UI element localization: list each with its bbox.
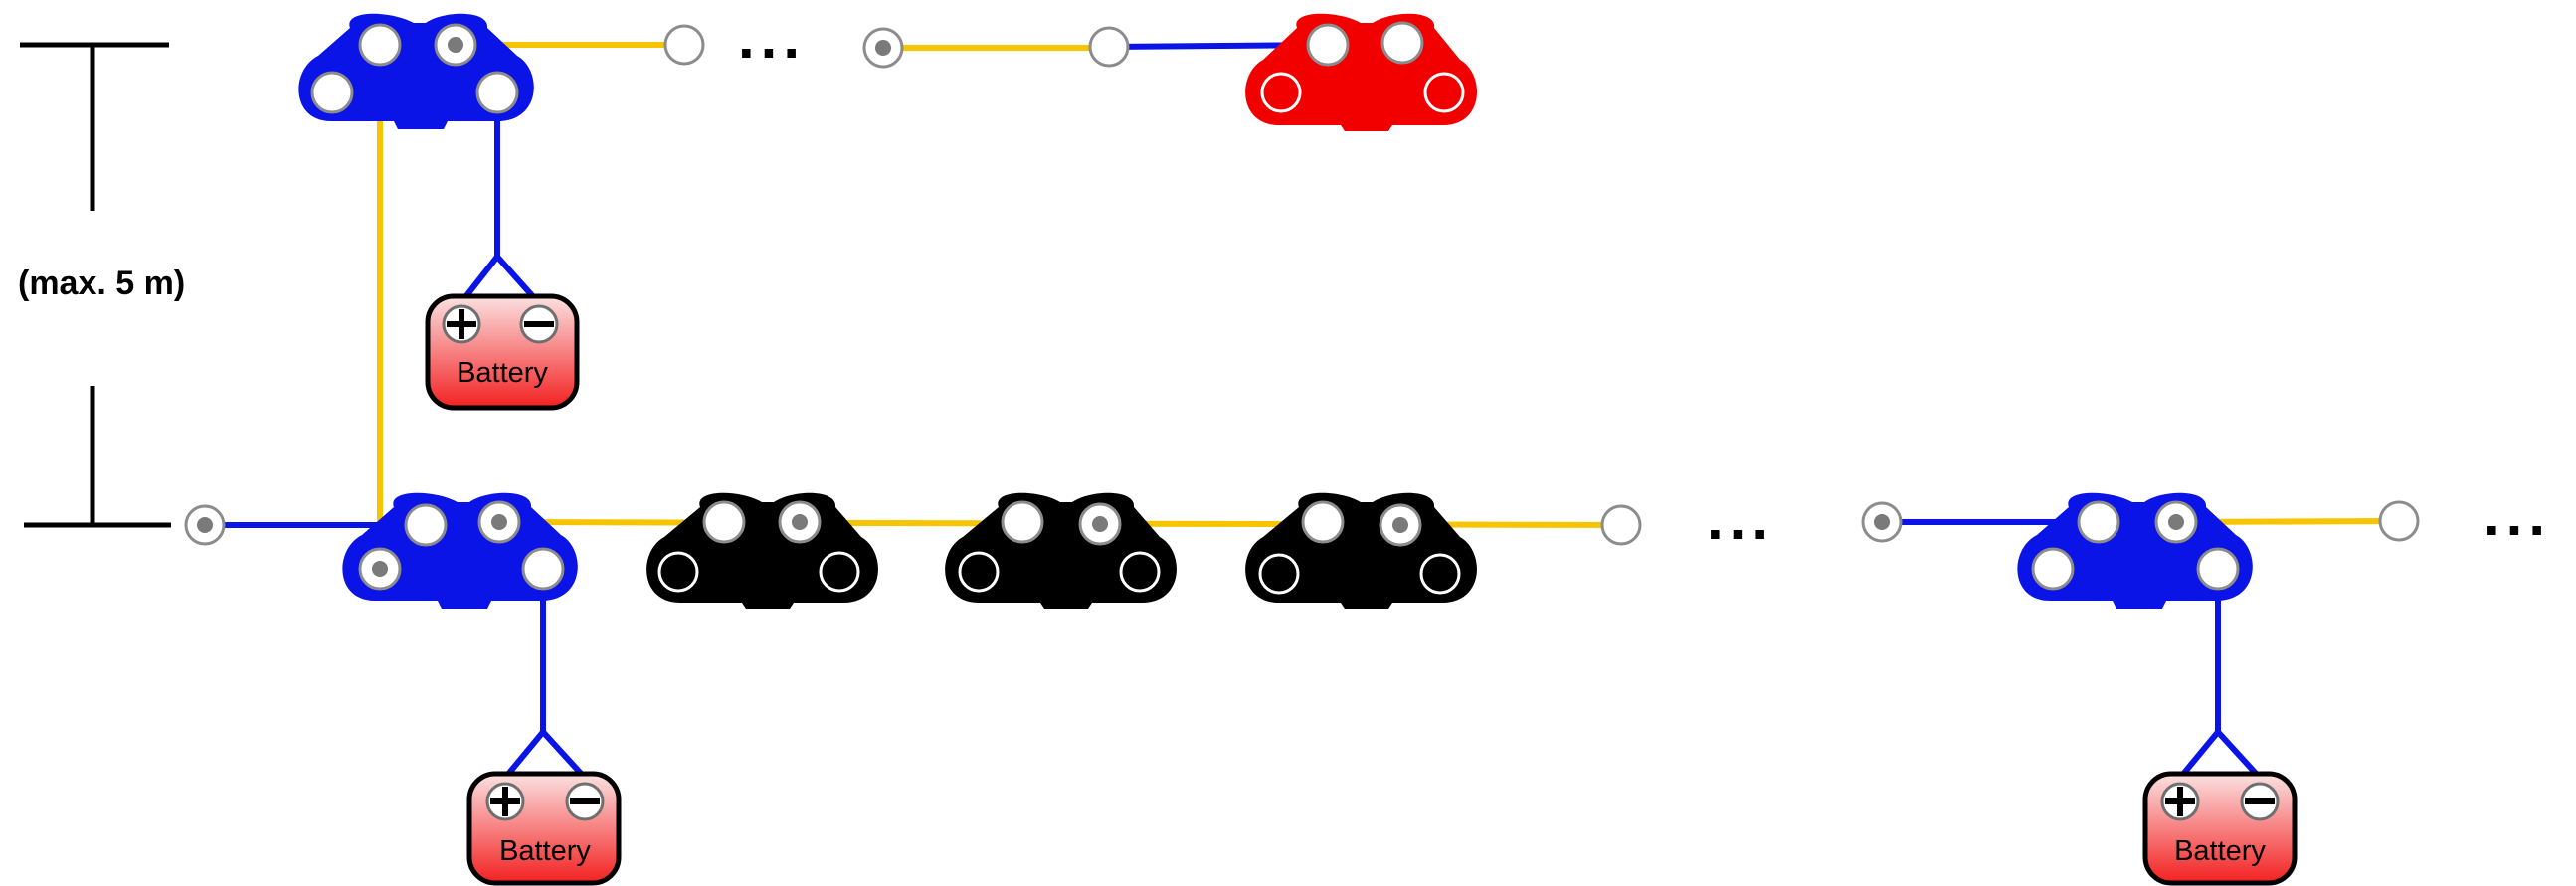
connector-socket[interactable] <box>2031 547 2075 591</box>
cable-end-socket[interactable] <box>663 24 705 66</box>
connector-socket[interactable] <box>1380 21 1424 65</box>
minus-terminal-icon <box>2240 782 2280 821</box>
connector-socket[interactable] <box>702 500 746 544</box>
battery-label: Battery <box>499 835 591 867</box>
wires <box>205 42 2400 781</box>
battery: Battery <box>425 293 580 411</box>
battery: Battery <box>466 771 622 886</box>
connector-pin <box>1874 514 1890 530</box>
continuation-ellipsis: ... <box>2484 481 2551 548</box>
connector-port[interactable] <box>657 551 699 593</box>
connector-pin <box>792 514 808 530</box>
connector-pin <box>448 37 463 53</box>
power-wire-minus <box>540 729 588 781</box>
cable-end-socket[interactable] <box>1600 504 1642 546</box>
power-wire-plus <box>2177 730 2221 780</box>
connector-port[interactable] <box>958 551 1000 593</box>
connector-socket[interactable] <box>475 71 519 114</box>
battery-label: Battery <box>2174 835 2266 867</box>
cable-end-socket[interactable] <box>1088 26 1130 68</box>
plus-terminal-icon <box>442 304 481 344</box>
connector-pin <box>197 517 213 533</box>
power-wire-plus <box>502 730 546 780</box>
connector-pin <box>1392 517 1408 533</box>
distance-dimension: (max. 5 m) <box>18 42 185 528</box>
battery-label: Battery <box>457 357 548 389</box>
connector-socket[interactable] <box>2077 500 2120 544</box>
minus-terminal-icon <box>519 304 559 344</box>
connector-pin <box>372 561 388 577</box>
continuation-ellipsis: ... <box>1707 485 1774 552</box>
connector-pin <box>1092 516 1108 532</box>
connector-socket[interactable] <box>358 23 402 67</box>
connector-socket[interactable] <box>1306 23 1350 67</box>
connector-pin <box>875 40 891 56</box>
connector-pin <box>2168 514 2184 530</box>
connector-socket[interactable] <box>310 71 354 114</box>
connector-port[interactable] <box>1423 72 1465 113</box>
connector-port[interactable] <box>1419 553 1461 595</box>
connector-socket[interactable] <box>2196 547 2240 591</box>
battery: Battery <box>2142 771 2298 886</box>
connector-port[interactable] <box>819 551 860 593</box>
connector-socket[interactable] <box>1001 500 1044 544</box>
plus-terminal-icon <box>485 782 525 821</box>
connector-socket[interactable] <box>1301 500 1345 544</box>
plus-terminal-icon <box>2160 782 2200 821</box>
connector-port[interactable] <box>1260 72 1302 113</box>
connector-pin <box>491 514 507 530</box>
connector-socket[interactable] <box>521 547 565 591</box>
connector-port[interactable] <box>1258 553 1300 595</box>
connector-port[interactable] <box>1119 551 1161 593</box>
continuation-ellipsis: ... <box>738 4 806 71</box>
power-wire-minus <box>2215 729 2263 781</box>
cable-end-socket[interactable] <box>2378 500 2420 542</box>
minus-terminal-icon <box>565 782 605 821</box>
connectors <box>184 21 2420 595</box>
connector-socket[interactable] <box>404 503 448 547</box>
max-length-label: (max. 5 m) <box>18 265 185 302</box>
